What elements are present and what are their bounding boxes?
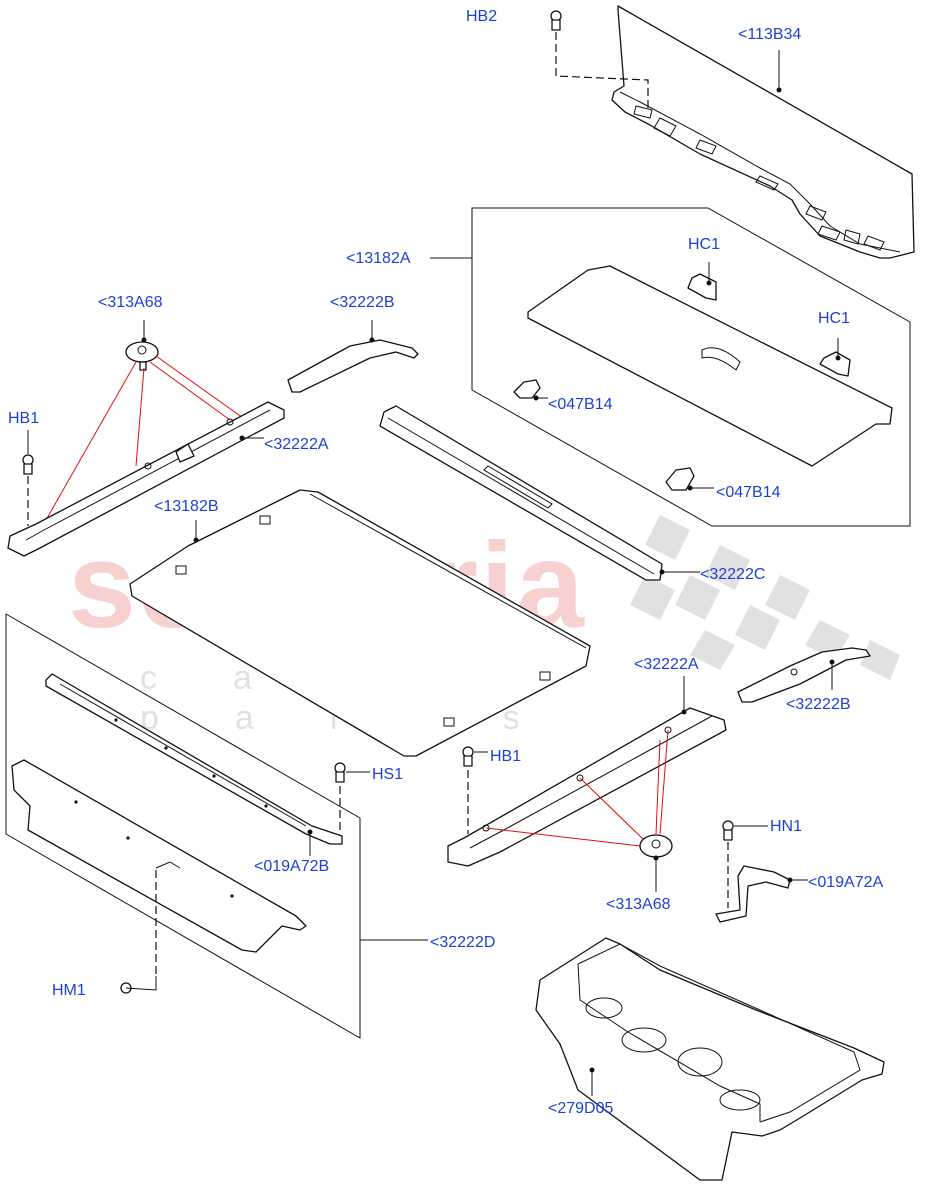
part-32222b-lower — [737, 647, 871, 703]
label-hm1: HM1 — [52, 982, 86, 999]
part-13182b-floor — [129, 489, 591, 757]
part-32222d-group — [5, 613, 428, 1039]
label-047b14-upper: <047B14 — [548, 396, 613, 413]
part-32222b-upper — [287, 320, 419, 393]
part-313a68-lower — [639, 834, 673, 892]
label-313a68-upper: <313A68 — [98, 294, 163, 311]
bolt-hb2 — [550, 10, 562, 31]
label-32222b-upper: <32222B — [330, 294, 395, 311]
label-32222d: <32222D — [430, 934, 496, 951]
label-hb1-upper: HB1 — [8, 410, 40, 427]
label-019a72b: <019A72B — [254, 858, 330, 875]
part-313a68-upper — [45, 320, 247, 521]
part-279d05-tray — [535, 937, 885, 1181]
label-32222a-upper: <32222A — [264, 436, 329, 453]
part-32222c-cassette — [379, 405, 700, 581]
part-32222a-lower — [447, 676, 727, 867]
label-113b34: <113B34 — [738, 26, 802, 43]
part-019a72a-bracket — [715, 865, 808, 923]
label-hc1-lower: HC1 — [818, 310, 851, 327]
bolt-hb1-lower — [462, 746, 488, 767]
checkered-flag-watermark — [630, 515, 900, 680]
label-313a68-lower: <313A68 — [606, 896, 671, 913]
bolt-hn1 — [722, 820, 768, 841]
label-047b14-lower: <047B14 — [716, 484, 781, 501]
label-019a72a: <019A72A — [808, 874, 884, 891]
part-113b34-panel — [611, 5, 915, 259]
part-13182a-group — [430, 207, 911, 527]
part-32222a-upper — [7, 401, 285, 557]
label-hb2: HB2 — [466, 8, 498, 25]
label-hb1-lower: HB1 — [490, 748, 522, 765]
label-hc1-upper: HC1 — [688, 236, 721, 253]
label-32222c: <32222C — [700, 566, 766, 583]
label-13182a: <13182A — [346, 250, 411, 267]
label-hn1: HN1 — [770, 818, 803, 835]
label-13182b: <13182B — [154, 498, 219, 515]
label-hs1: HS1 — [372, 766, 404, 783]
label-32222b-lower: <32222B — [786, 696, 851, 713]
label-279d05: <279D05 — [548, 1100, 614, 1117]
bolt-hb1-upper — [22, 430, 34, 475]
label-32222a-lower: <32222A — [634, 656, 699, 673]
